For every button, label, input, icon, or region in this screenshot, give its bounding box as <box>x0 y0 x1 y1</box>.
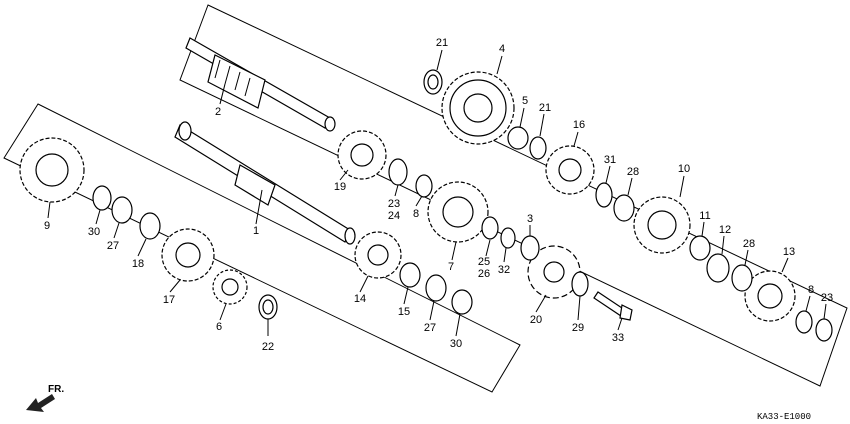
callout-26: 26 <box>478 268 490 280</box>
callout-labels: 21 4 5 21 16 31 28 10 11 12 28 13 8 23 2… <box>44 37 833 353</box>
gear-16 <box>545 145 595 195</box>
mainshaft <box>174 121 356 245</box>
callout-25: 25 <box>478 256 490 268</box>
direction-label: FR. <box>48 384 64 395</box>
callout-18: 18 <box>132 258 144 270</box>
gear-14 <box>354 231 402 279</box>
gear-10 <box>633 196 691 254</box>
callout-23b: 23 <box>821 292 833 304</box>
callout-32: 32 <box>498 264 510 276</box>
gear-6 <box>212 269 248 305</box>
callout-8a: 8 <box>413 208 419 220</box>
callout-6: 6 <box>216 321 222 333</box>
gear-13 <box>744 270 796 322</box>
callout-10: 10 <box>678 163 690 175</box>
washers <box>92 69 833 342</box>
callout-5: 5 <box>522 95 528 107</box>
callout-19: 19 <box>334 181 346 193</box>
diagram-code: KA33-E1000 <box>757 412 811 422</box>
leader-lines <box>47 49 827 337</box>
bolt-33 <box>593 291 633 321</box>
callout-3: 3 <box>527 213 533 225</box>
callout-31: 31 <box>604 154 616 166</box>
callout-1: 1 <box>253 225 259 237</box>
front-direction-arrow: FR. <box>26 384 64 412</box>
callout-15: 15 <box>398 306 410 318</box>
callout-27a: 27 <box>107 240 119 252</box>
callout-33: 33 <box>612 332 624 344</box>
callout-21a: 21 <box>436 37 448 49</box>
callout-30b: 30 <box>450 338 462 350</box>
callout-14: 14 <box>354 293 366 305</box>
callout-24: 24 <box>388 210 400 222</box>
callout-23a: 23 <box>388 198 400 210</box>
callout-22: 22 <box>262 341 274 353</box>
callout-16: 16 <box>573 119 585 131</box>
callout-4: 4 <box>499 43 505 55</box>
callout-30a: 30 <box>88 226 100 238</box>
callout-7: 7 <box>448 261 454 273</box>
callout-11: 11 <box>699 210 710 222</box>
callout-8b: 8 <box>808 284 814 296</box>
callout-28b: 28 <box>743 238 755 250</box>
callout-12: 12 <box>719 224 731 236</box>
gear-4 <box>441 71 515 145</box>
callout-28a: 28 <box>627 166 639 178</box>
callout-20: 20 <box>530 314 542 326</box>
gear-9 <box>19 137 85 203</box>
callout-27b: 27 <box>424 322 436 334</box>
gear-19 <box>337 130 387 180</box>
callout-2: 2 <box>215 106 221 118</box>
gear-17 <box>161 228 215 282</box>
countershaft <box>185 37 336 132</box>
callout-9: 9 <box>44 220 50 232</box>
callout-17: 17 <box>163 294 175 306</box>
callout-29: 29 <box>572 322 584 334</box>
callout-13: 13 <box>783 246 795 258</box>
callout-21b: 21 <box>539 102 551 114</box>
gear-7 <box>427 181 489 243</box>
arrow-icon <box>26 394 55 412</box>
